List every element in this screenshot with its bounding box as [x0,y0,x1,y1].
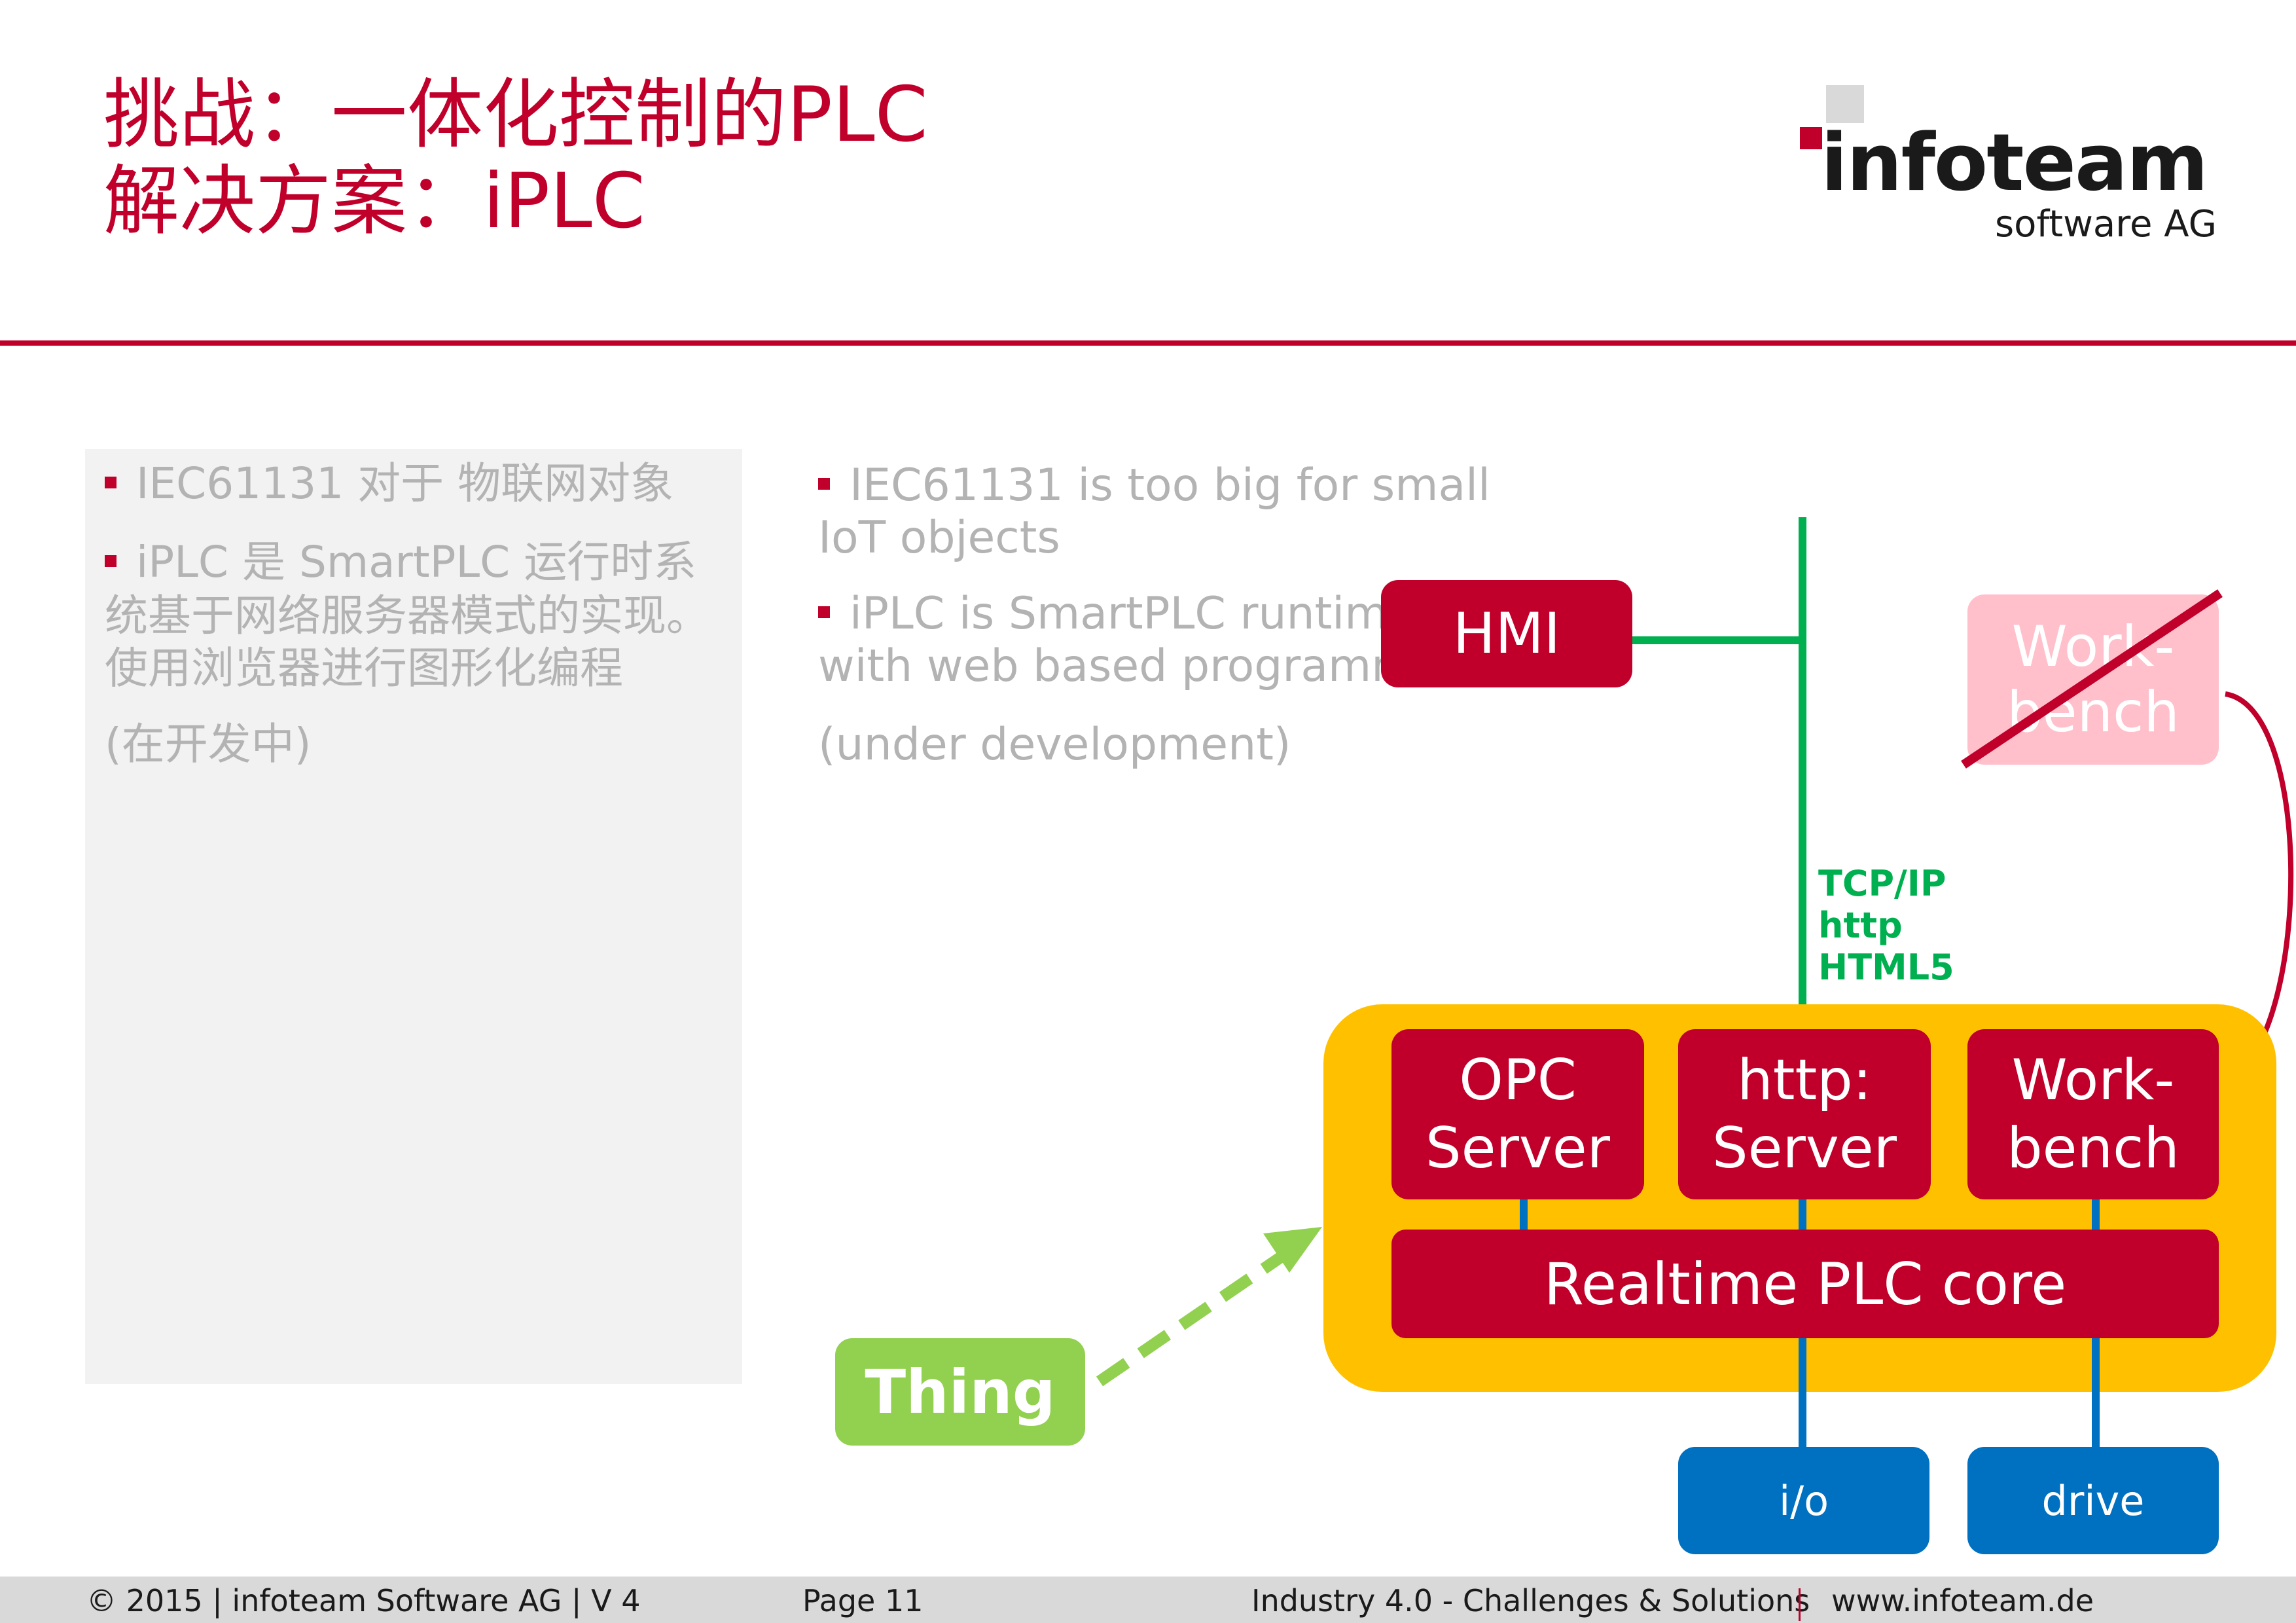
http-server-line-2: Server [1712,1116,1897,1181]
header-divider [0,340,2296,346]
opc-server-line-1: OPC [1459,1048,1577,1113]
hmi-box: HMI [1381,580,1632,687]
strike-through-line [1961,589,2223,769]
title-line-1: 挑战：一体化控制的PLC [103,71,928,159]
cn-bullet-1-text: IEC61131 对于 物联网对象 [136,458,674,509]
en-bullet-1-line-2: IoT objects [818,512,1060,564]
cn-bullet-2-line-3: 使用浏览器进行图形化编程 [105,643,623,693]
en-bullet-2-line-2: with web based programm [818,640,1415,692]
footer-page-number: Page 11 [802,1583,924,1618]
hmi-connector-line [1623,636,1804,644]
logo-grey-square [1826,85,1864,123]
bullet-square-icon [818,478,830,490]
footer-topic: Industry 4.0 - Challenges & Solutions [1251,1583,1810,1618]
cn-bullet-2: iPLC 是 SmartPLC 运行时系 [105,536,696,589]
chinese-text-panel [85,449,742,1384]
protocol-html5: HTML5 [1818,947,1954,988]
protocol-http: http [1818,905,1903,946]
workbench-line-1: Work- [2011,1048,2175,1113]
en-bullet-1-line-1: IEC61131 is too big for small [850,460,1490,511]
drive-box: drive [1967,1447,2219,1554]
wb-core-connector [2092,1195,2100,1232]
cn-bullet-2-line-2: 统基于网络服务器模式的实现。 [105,591,709,641]
realtime-plc-core-box: Realtime PLC core [1391,1230,2219,1338]
opc-server-box: OPC Server [1391,1029,1644,1199]
protocol-tcpip: TCP/IP [1818,863,1946,904]
io-connector [1799,1336,1806,1448]
io-box: i/o [1678,1447,1929,1554]
protocol-labels: TCP/IP http HTML5 [1818,863,1954,989]
footer-divider [1799,1588,1801,1621]
workbench-box: Work- bench [1967,1029,2219,1199]
logo-subline: software AG [1995,203,2217,246]
http-server-box: http: Server [1678,1029,1931,1199]
en-bullet-1: IEC61131 is too big for small [818,460,1490,512]
en-bullet-2: iPLC is SmartPLC runtim [818,588,1388,640]
slide-title: 挑战：一体化控制的PLC 解决方案：iPLC [103,72,928,245]
network-bus-line [1799,517,1806,1029]
logo-red-square [1800,127,1822,149]
cn-bullet-2-line-1: iPLC 是 SmartPLC 运行时系 [136,537,697,587]
title-line-2: 解决方案：iPLC [103,157,645,246]
http-core-connector [1799,1195,1806,1232]
en-bullet-2-line-1: iPLC is SmartPLC runtim [850,588,1388,640]
en-note: (under development) [818,719,1291,771]
thing-dashed-arrow [1096,1250,1287,1387]
cn-note: (在开发中) [105,719,312,769]
bullet-square-icon [105,476,117,488]
logo-wordmark: infoteam [1821,118,2208,209]
cn-bullet-1: IEC61131 对于 物联网对象 [105,457,673,511]
http-server-line-1: http: [1737,1048,1872,1113]
workbench-line-2: bench [2007,1116,2179,1181]
bullet-square-icon [105,555,117,567]
footer-website-link[interactable]: www.infoteam.de [1831,1583,2094,1618]
bullet-square-icon [818,606,830,619]
drive-connector [2092,1336,2100,1448]
opc-core-connector [1520,1195,1528,1232]
opc-server-line-2: Server [1425,1116,1611,1181]
footer-bar [0,1577,2296,1623]
thing-arrowhead [1263,1227,1322,1273]
thing-box: Thing [835,1338,1085,1446]
footer-copyright: © 2015 | infoteam Software AG | V 4 [86,1583,641,1618]
